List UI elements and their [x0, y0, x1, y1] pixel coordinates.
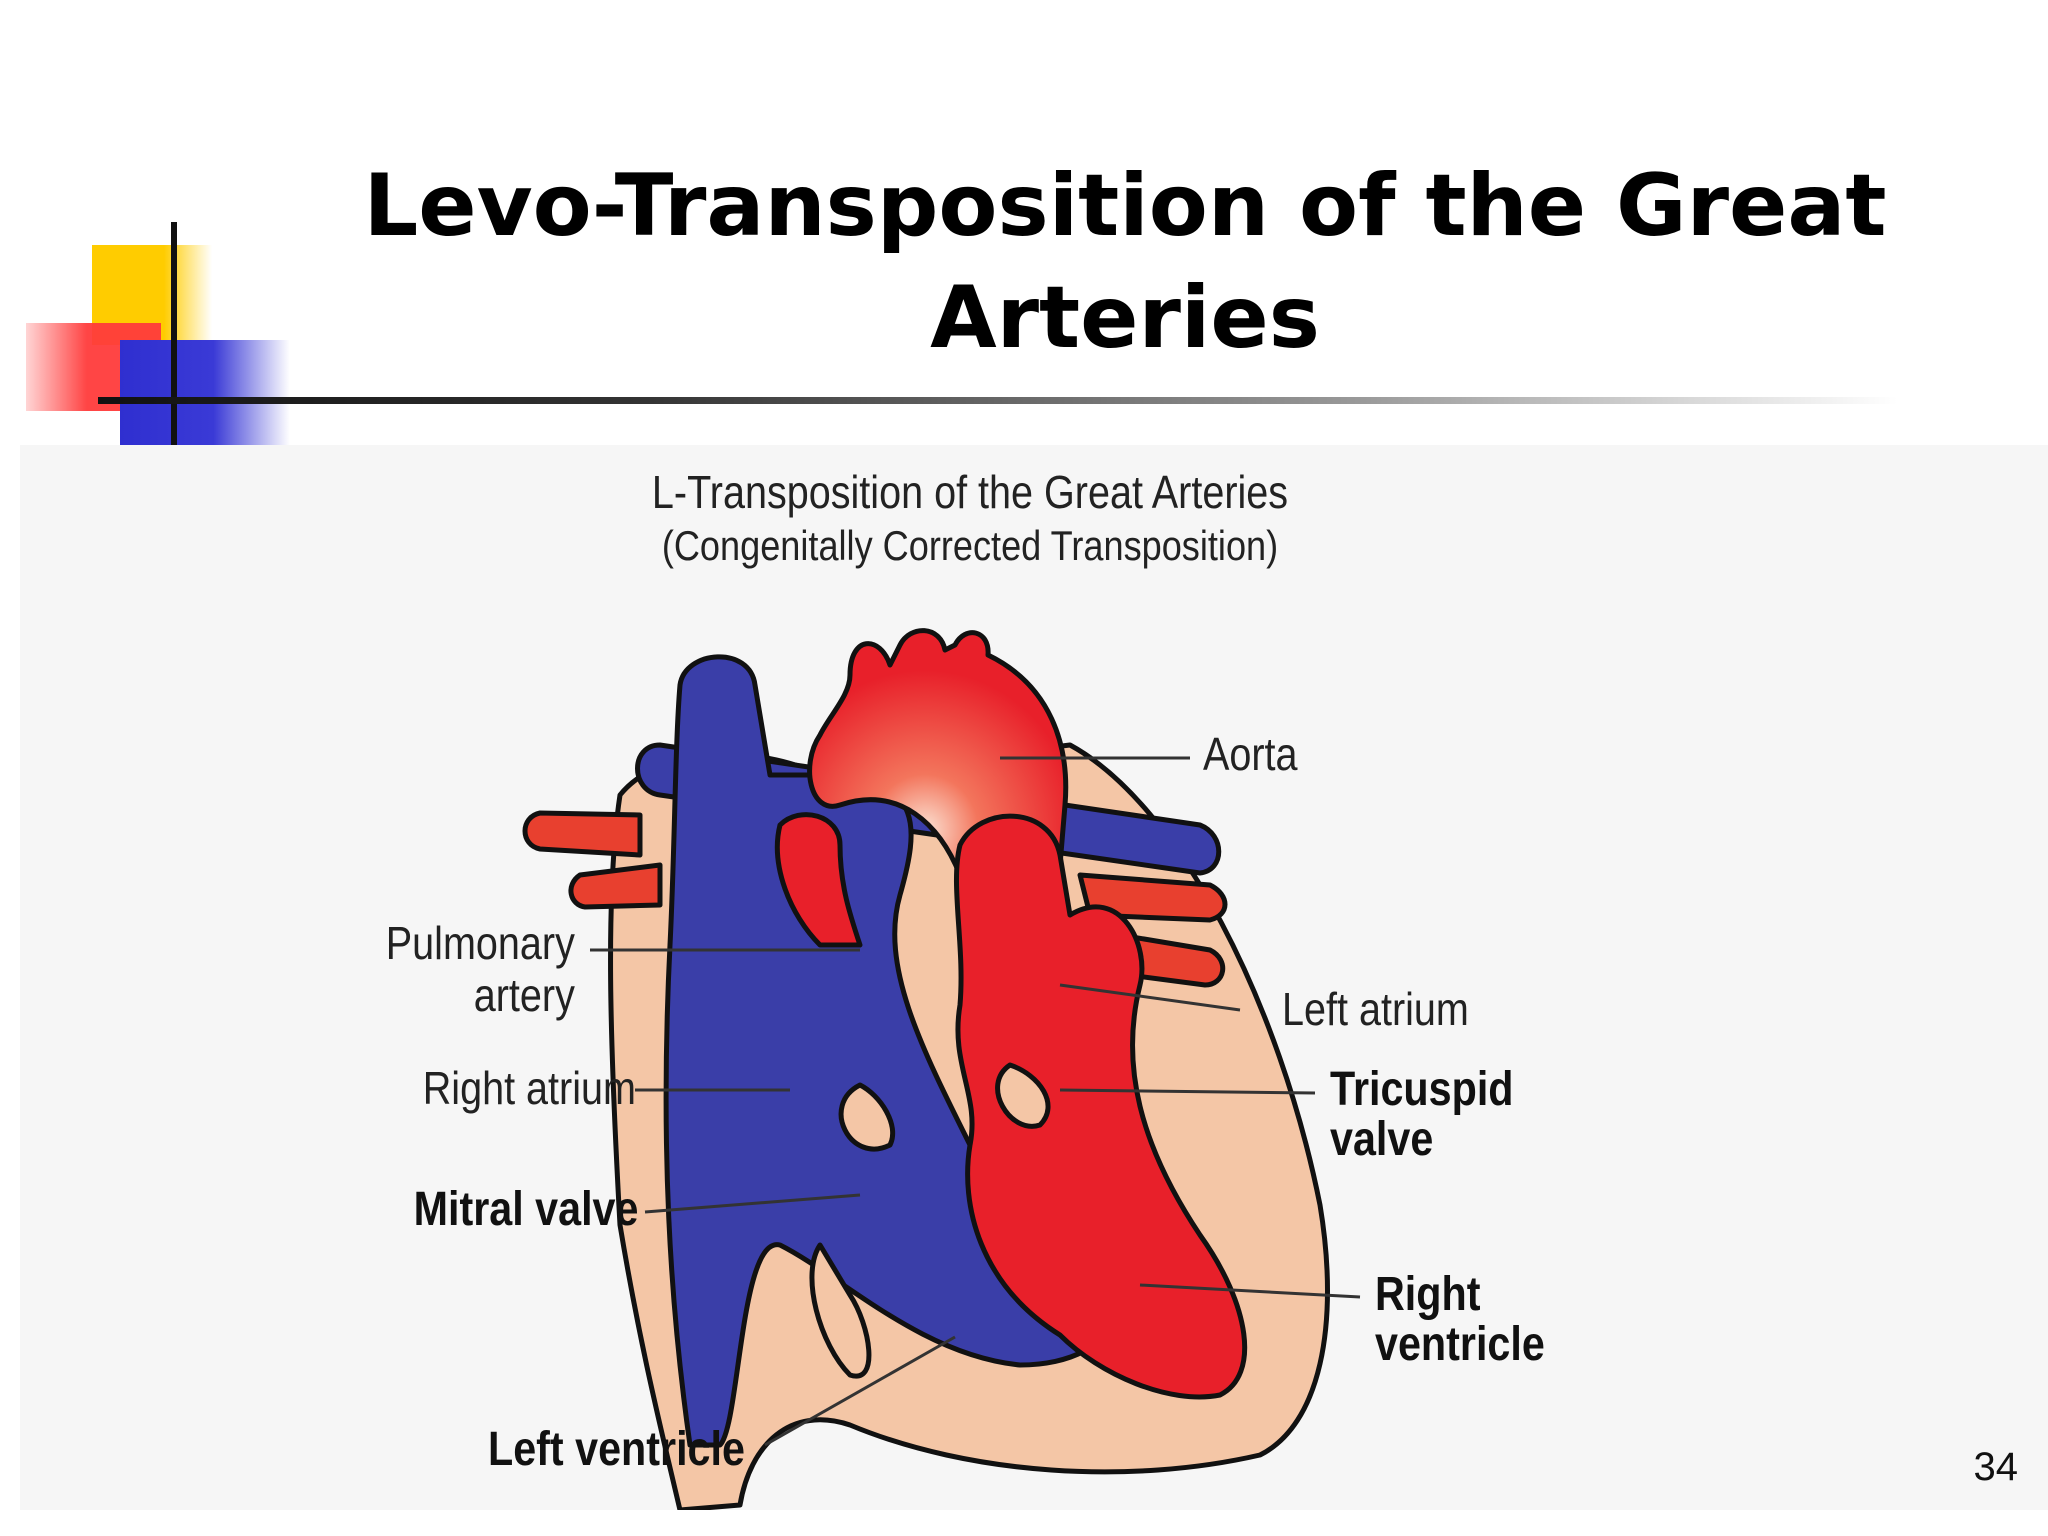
label-aorta: Aorta	[1203, 728, 1298, 780]
slide-title: Levo-Transposition of the Great Arteries	[363, 156, 1887, 368]
mitral-valve-shape	[838, 1082, 896, 1152]
label-right-atrium: Right atrium	[422, 1062, 636, 1114]
label-left-atrium: Left atrium	[1282, 983, 1469, 1035]
slide-number: 34	[1973, 1445, 2019, 1489]
label-left-ventricle: Left ventricle	[488, 1423, 745, 1476]
leader-left-atrium	[1059, 983, 1241, 1012]
leader-right-ventricle	[1139, 1283, 1361, 1299]
figure-title: L-Transposition of the Great Arteries	[651, 466, 1289, 518]
figure-subtitle: (Congenitally Corrected Transposition)	[661, 522, 1279, 569]
heart-illustration	[522, 628, 1361, 1510]
label-tricuspid-valve: Tricuspid valve	[1330, 1063, 1514, 1166]
leader-tricuspid	[1059, 1088, 1316, 1095]
label-right-ventricle: Right ventricle	[1375, 1268, 1545, 1371]
tricuspid-valve-shape	[995, 1062, 1051, 1129]
leader-left-ventricle	[764, 1335, 956, 1447]
right-pulmonary-veins	[1077, 872, 1228, 923]
left-pulmonary-veins	[522, 810, 643, 858]
label-mitral-valve: Mitral valve	[413, 1183, 638, 1236]
left-atrium-chamber	[774, 812, 863, 948]
decorative-blue-square	[120, 340, 290, 448]
leader-mitral	[644, 1193, 861, 1214]
label-pulmonary-artery: Pulmonary artery	[385, 917, 575, 1021]
decorative-vertical-line	[171, 222, 177, 459]
title-rule	[98, 397, 1898, 404]
right-ventricle-chamber	[954, 813, 1248, 1400]
heart-diagram: L-Transposition of the Great Arteries (C…	[20, 445, 2048, 1510]
